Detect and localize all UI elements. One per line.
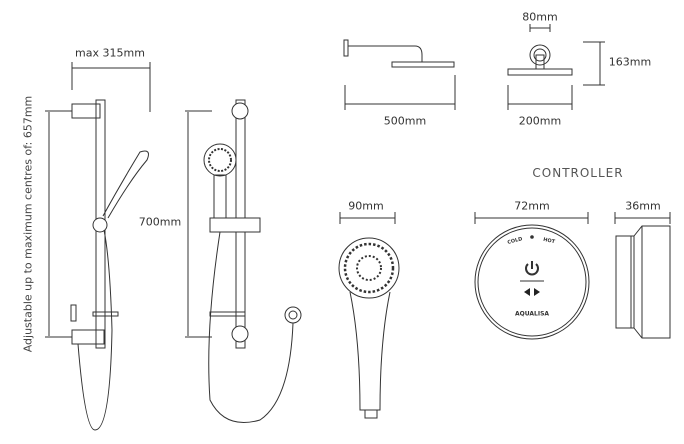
handset-width-label: 90mm [348, 199, 384, 213]
controller-width-label: 72mm [514, 199, 550, 213]
controller-title: CONTROLLER [532, 166, 624, 180]
head-width-label: 200mm [518, 114, 562, 128]
head-arm-diameter-label: 80mm [522, 10, 558, 24]
head-height-label: 163mm [608, 55, 652, 69]
handset-front-view [338, 212, 400, 419]
rail-width-label: max 315mm [75, 46, 145, 60]
controller-side-view [614, 212, 671, 339]
overhead-shower-front-view [507, 24, 605, 110]
brand-logo: AQUALISA [514, 310, 550, 318]
rail-side-view [45, 62, 151, 431]
controller-front-view [474, 212, 590, 340]
rail-length-label: 700mm [138, 215, 182, 229]
controller-depth-label: 36mm [625, 199, 661, 213]
overhead-shower-side-view [343, 39, 456, 110]
rail-centres-label: Adjustable up to maximum centres of: 657… [21, 95, 35, 353]
head-arm-length-label: 500mm [383, 114, 427, 128]
rail-front-view [185, 99, 302, 423]
